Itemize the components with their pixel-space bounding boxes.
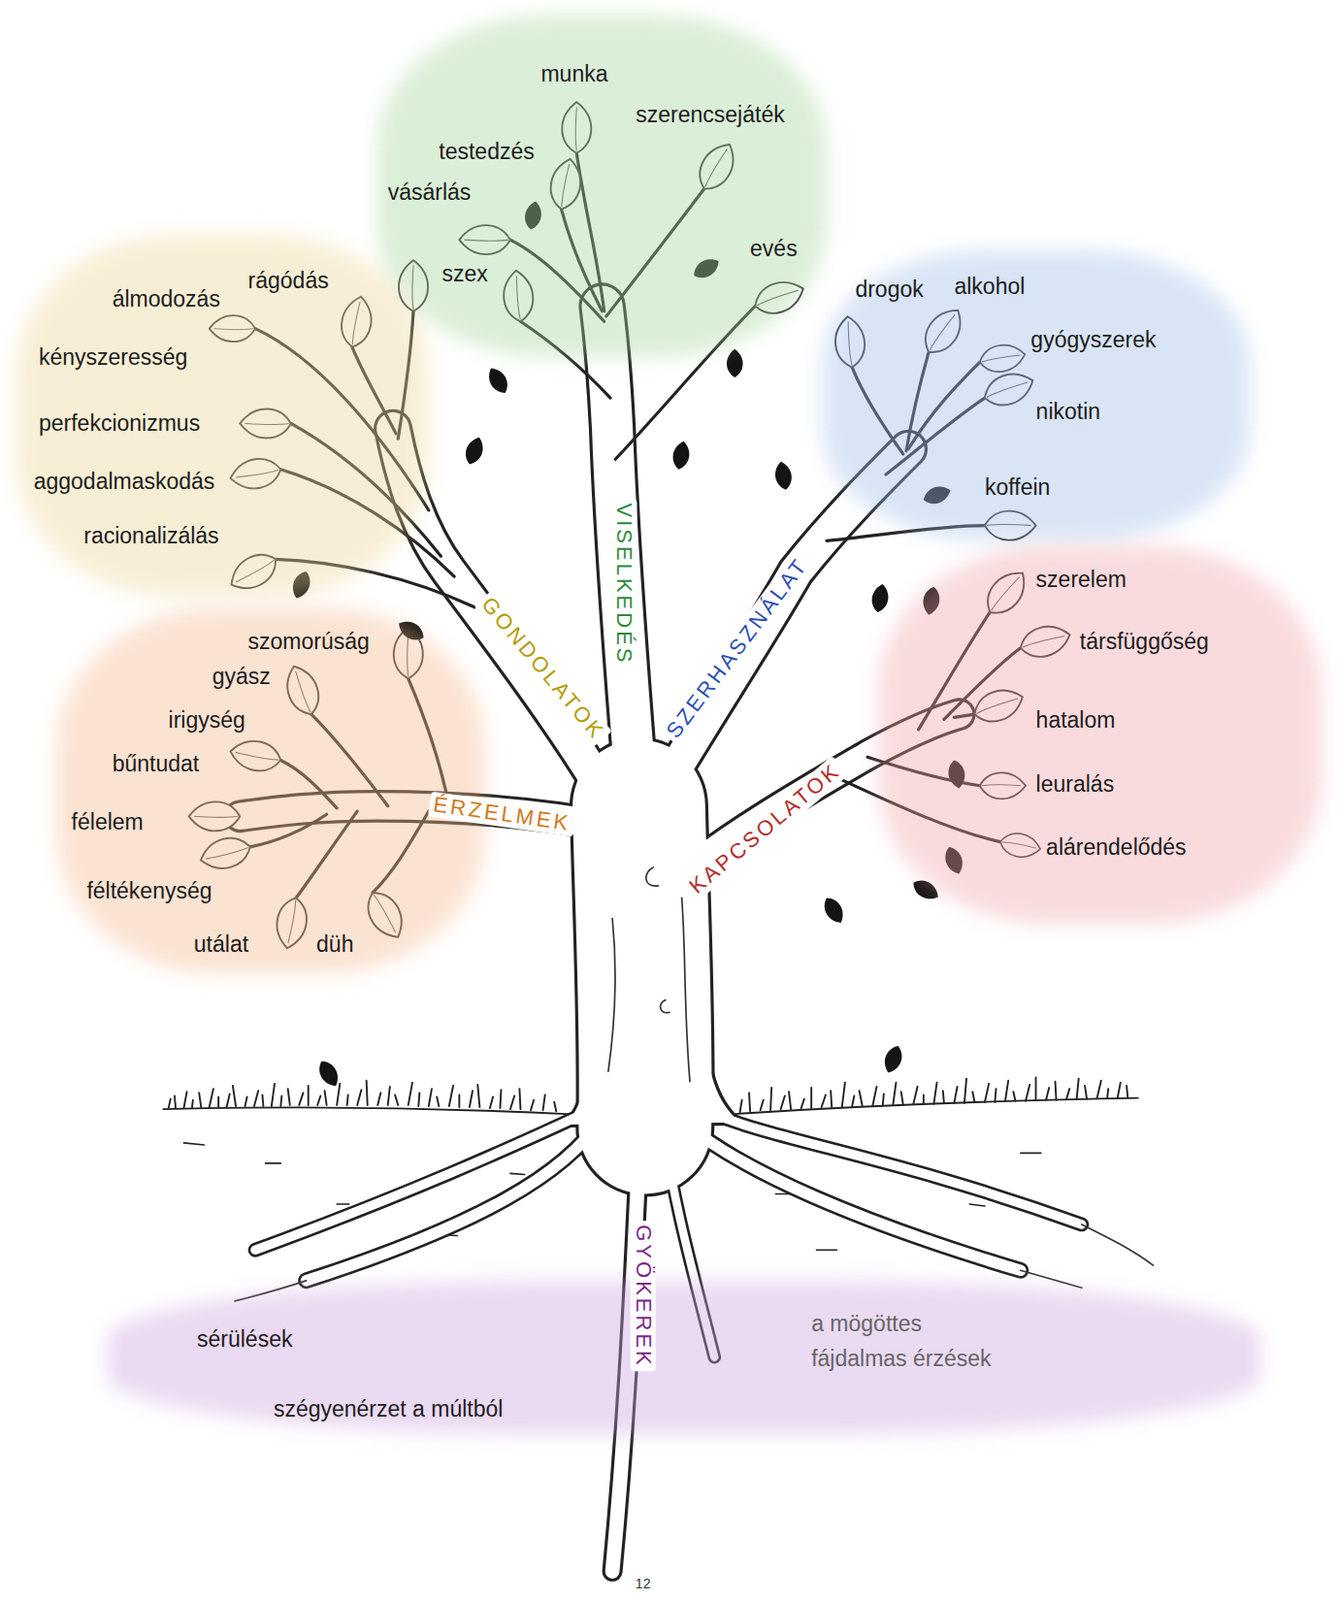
leaf-word: társfüggőség <box>1079 626 1209 656</box>
tree-outline <box>714 1113 1082 1225</box>
leaf-word: leuralás <box>1036 769 1115 799</box>
leaf-word: bűntudat <box>112 749 200 779</box>
tree-body <box>306 1117 603 1281</box>
leaf-word: racionalizálás <box>83 521 219 551</box>
leaf-word: evés <box>750 233 798 263</box>
leaf-word: rágódás <box>248 265 329 295</box>
tree-body <box>684 1122 1021 1271</box>
branch-label: SZERHASZNÁLAT <box>658 550 816 747</box>
watercolor-wash <box>878 546 1323 924</box>
behavior-region: munka szerencsejáték testedzés vásárlás evés… <box>377 15 827 358</box>
dark-leaves <box>819 893 849 927</box>
tree-outline <box>306 1117 603 1281</box>
relations-region: szerelem társfüggőség hatalom leuralás aláre… <box>878 546 1323 924</box>
bark-lines <box>682 897 690 1081</box>
leaf-word: aggodalmaskodás <box>33 466 216 496</box>
leaf-word: gyász <box>212 661 271 691</box>
bark-lines <box>646 867 659 886</box>
leaf-word: nikotin <box>1036 396 1101 426</box>
bark-lines <box>660 1000 670 1013</box>
dark-leaves <box>726 349 744 378</box>
substance-region: drogok alkoholgyógyszerek nikotin koffein <box>821 250 1251 542</box>
tree-body <box>566 979 741 1125</box>
leaf-word: irigység <box>168 705 246 735</box>
leaf-word: sérülések <box>196 1324 293 1354</box>
dark-leaves <box>773 459 794 491</box>
leaf-word: vásárlás <box>388 177 472 207</box>
dark-leaves <box>881 1043 907 1076</box>
leaf-word: féltékenység <box>86 876 212 906</box>
branch-label: KAPCSOLATOK <box>682 755 850 902</box>
leaf-word: drogok <box>854 274 923 304</box>
tree-body <box>714 1113 1082 1225</box>
leaf-word: koffein <box>984 472 1050 502</box>
thoughts-region: rágódás álmodozás kényszeresség perfekcioni… <box>15 234 429 597</box>
leaf-word: düh <box>316 929 354 959</box>
leaf-word: utálat <box>194 929 249 959</box>
leaf-word: kényszeresség <box>38 342 188 372</box>
leaf-word: a mögöttes fájdalmas érzések <box>811 1306 1020 1376</box>
leaf-word: szex <box>441 259 488 289</box>
emotions-region: szomorúság gyász irigység bűntudat félelem fé… <box>56 607 486 976</box>
tree-outline <box>602 305 639 817</box>
branch-label: GYÖKEREK <box>630 1220 656 1372</box>
tree-body <box>255 1111 588 1250</box>
ground <box>740 1077 1129 1113</box>
leaf-word: álmodozás <box>112 284 221 314</box>
dark-leaves <box>314 1057 343 1091</box>
leaf-word: félelem <box>71 807 144 837</box>
leaf-word: szomorúság <box>248 626 370 656</box>
dark-leaves <box>869 583 890 615</box>
branch-label: VISELKEDÉS <box>612 498 638 669</box>
bark-lines <box>1081 1224 1154 1266</box>
leaf-word: szerelem <box>1036 564 1127 594</box>
tree-outline <box>684 1122 1021 1271</box>
dark-leaves <box>461 434 488 467</box>
leaf-word: gyógyszerek <box>1030 325 1156 355</box>
tree-body <box>602 305 639 817</box>
leaf-word: testedzés <box>438 136 534 166</box>
leaf-word: szégyenérzet a múltból <box>273 1394 504 1424</box>
roots-band: sérülések a mögöttes fájdalmas érzések szé… <box>106 1280 1261 1435</box>
leaf-word: szerencsejáték <box>635 99 784 130</box>
leaf-word: hatalom <box>1036 705 1116 735</box>
bark-lines <box>608 917 616 1072</box>
tree-outline <box>566 979 741 1125</box>
bark-lines <box>1020 1270 1082 1288</box>
leaf-word: perfekcionizmus <box>38 408 200 438</box>
leaf-word: alkohol <box>953 271 1025 301</box>
page-number: 12 <box>635 1575 652 1592</box>
ground <box>168 1080 557 1112</box>
watercolor-wash <box>56 607 486 976</box>
leaf-word: munka <box>540 59 608 89</box>
dark-leaves <box>670 439 691 471</box>
branch-label: GONDOLATOK <box>473 588 613 748</box>
leaf-word: alárendelődés <box>1045 832 1187 862</box>
dark-leaves <box>484 363 513 397</box>
